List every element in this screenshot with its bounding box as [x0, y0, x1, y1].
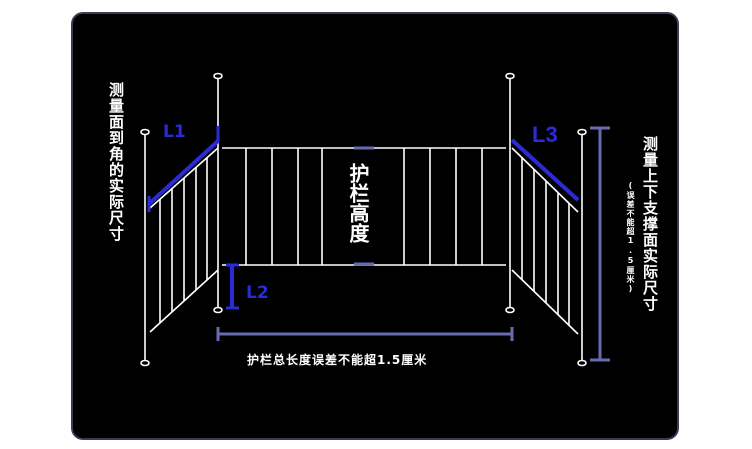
- total-length-caption: 护栏总长度误差不能超1.5厘米: [247, 353, 428, 367]
- post-cap: [140, 128, 150, 136]
- post-cap: [577, 359, 587, 367]
- post-cap: [213, 306, 223, 314]
- diagram-panel: [73, 14, 677, 438]
- post-cap: [140, 359, 150, 367]
- left-measure-caption: 测量面到角的实际尺寸: [107, 82, 125, 242]
- railing-height-label: 护栏高度: [346, 161, 370, 245]
- post-cap: [577, 128, 587, 136]
- right-measure-note: (误差不能超1.5厘米): [626, 181, 635, 294]
- post-cap: [505, 72, 515, 80]
- l3-measure-line: [510, 138, 580, 202]
- right-measure-caption: 测量上下支撑面实际尺寸: [641, 136, 659, 312]
- l1-label: L1: [163, 122, 186, 142]
- right-bottom-rail: [511, 269, 579, 335]
- post-cap: [505, 306, 515, 314]
- l1-measure-line: [147, 139, 220, 206]
- right-top-rail: [511, 147, 579, 213]
- l2-label: L2: [246, 283, 269, 303]
- l3-label: L3: [532, 122, 558, 147]
- post-cap: [213, 72, 223, 80]
